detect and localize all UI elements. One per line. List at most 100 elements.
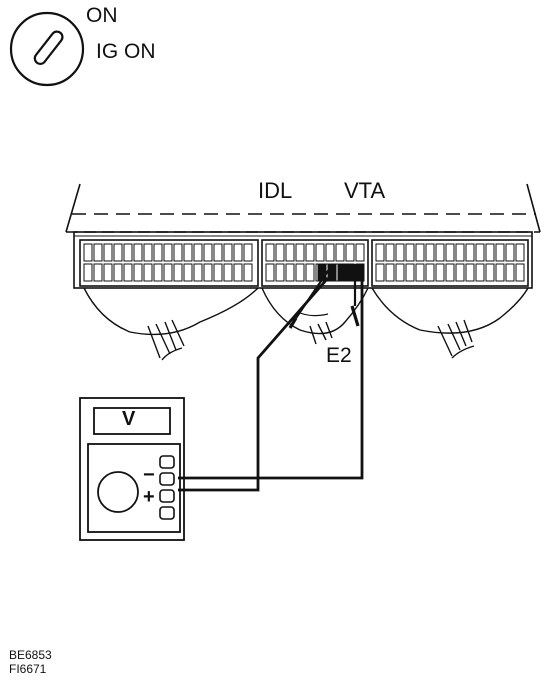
connector-pin (163, 263, 173, 282)
connector-pin (515, 243, 525, 262)
connector-pin (133, 263, 143, 282)
connector-pin (355, 243, 365, 262)
connector-pin (173, 263, 183, 282)
figure-code-2: FI6671 (9, 662, 47, 676)
connector-pin (505, 243, 515, 262)
connector-pin (295, 263, 305, 282)
connector-pin (305, 263, 315, 282)
connector-pin (385, 243, 395, 262)
wire-harness (83, 287, 529, 361)
connector-pin (265, 243, 275, 262)
connector-pin (495, 263, 505, 282)
connector-pin (445, 243, 455, 262)
connector-pin (243, 263, 253, 282)
connector-pin (435, 263, 445, 282)
connector-pin (435, 243, 445, 262)
connector-pin (93, 243, 103, 262)
connector-pin (143, 263, 153, 282)
connector-pin (153, 243, 163, 262)
connector-pin (173, 243, 183, 262)
negative-lead (178, 277, 330, 492)
connector-pin (153, 263, 163, 282)
connector-pin (475, 243, 485, 262)
connector-pin (203, 243, 213, 262)
connector-pin (455, 243, 465, 262)
connector-pin (193, 263, 203, 282)
probed-pin (345, 263, 355, 282)
connector-pin (243, 243, 253, 262)
connector-pin (285, 263, 295, 282)
connector-pin (335, 243, 345, 262)
positive-lead (178, 270, 364, 480)
connector-pin (495, 243, 505, 262)
connector-pin (485, 263, 495, 282)
connector-pin (395, 263, 405, 282)
connector-pin (143, 243, 153, 262)
connector-pin (465, 243, 475, 262)
jack-4 (159, 506, 175, 520)
connector-pin (415, 243, 425, 262)
connector-pin (163, 243, 173, 262)
connector-pin (425, 243, 435, 262)
ignition-state-label: ON (86, 4, 118, 27)
connector-pin (415, 263, 425, 282)
connector-pin (183, 243, 193, 262)
connector-pin (305, 243, 315, 262)
connector-pin (183, 263, 193, 282)
ecu-connector-block (65, 183, 541, 289)
connector-pin (103, 263, 113, 282)
connector-pin (233, 263, 243, 282)
connector-pin (315, 243, 325, 262)
probed-pin (327, 263, 337, 282)
connector-pin (375, 263, 385, 282)
connector-pin (123, 263, 133, 282)
connector-pin (133, 243, 143, 262)
connector-pin (203, 263, 213, 282)
terminal-label-idl: IDL (258, 178, 293, 203)
connector-pin (83, 243, 93, 262)
voltmeter-icon (79, 397, 185, 541)
connector-pin (223, 243, 233, 262)
connector-pin (405, 263, 415, 282)
connector-pin (213, 263, 223, 282)
connector-pin (455, 263, 465, 282)
connector-pin (275, 263, 285, 282)
connector-pin (285, 243, 295, 262)
figure-code-1: BE6853 (9, 648, 52, 662)
probe-leads (178, 264, 364, 492)
connector-pin (233, 243, 243, 262)
jack-positive (159, 489, 175, 503)
connector-pin (275, 243, 285, 262)
connector-pin (213, 243, 223, 262)
ignition-switch-label: IG ON (96, 40, 156, 63)
connector-pin (113, 243, 123, 262)
ignition-key-icon (9, 11, 85, 87)
jack-negative (159, 472, 175, 486)
connector-pin (93, 263, 103, 282)
connector-pin (425, 263, 435, 282)
connector-pin (345, 243, 355, 262)
connector-pin (223, 263, 233, 282)
terminal-label-e2: E2 (326, 344, 352, 367)
connector-pin (123, 243, 133, 262)
meter-jacks (159, 455, 175, 520)
connector-pin (385, 263, 395, 282)
meter-minus-label: − (143, 464, 155, 486)
connector-pin (395, 243, 405, 262)
connector-pin (405, 243, 415, 262)
connector-pin (193, 243, 203, 262)
connector-pin (515, 263, 525, 282)
meter-mode-label: V (122, 408, 136, 430)
connector-pin (295, 243, 305, 262)
connector-pin (325, 243, 335, 262)
connector-pin (505, 263, 515, 282)
connector-pin (465, 263, 475, 282)
connector-pin (103, 243, 113, 262)
connector-pin (375, 243, 385, 262)
connector-pin (445, 263, 455, 282)
jack-1 (159, 455, 175, 469)
probed-pin (337, 263, 347, 282)
connector-pin (485, 243, 495, 262)
meter-plus-label: + (143, 486, 155, 508)
